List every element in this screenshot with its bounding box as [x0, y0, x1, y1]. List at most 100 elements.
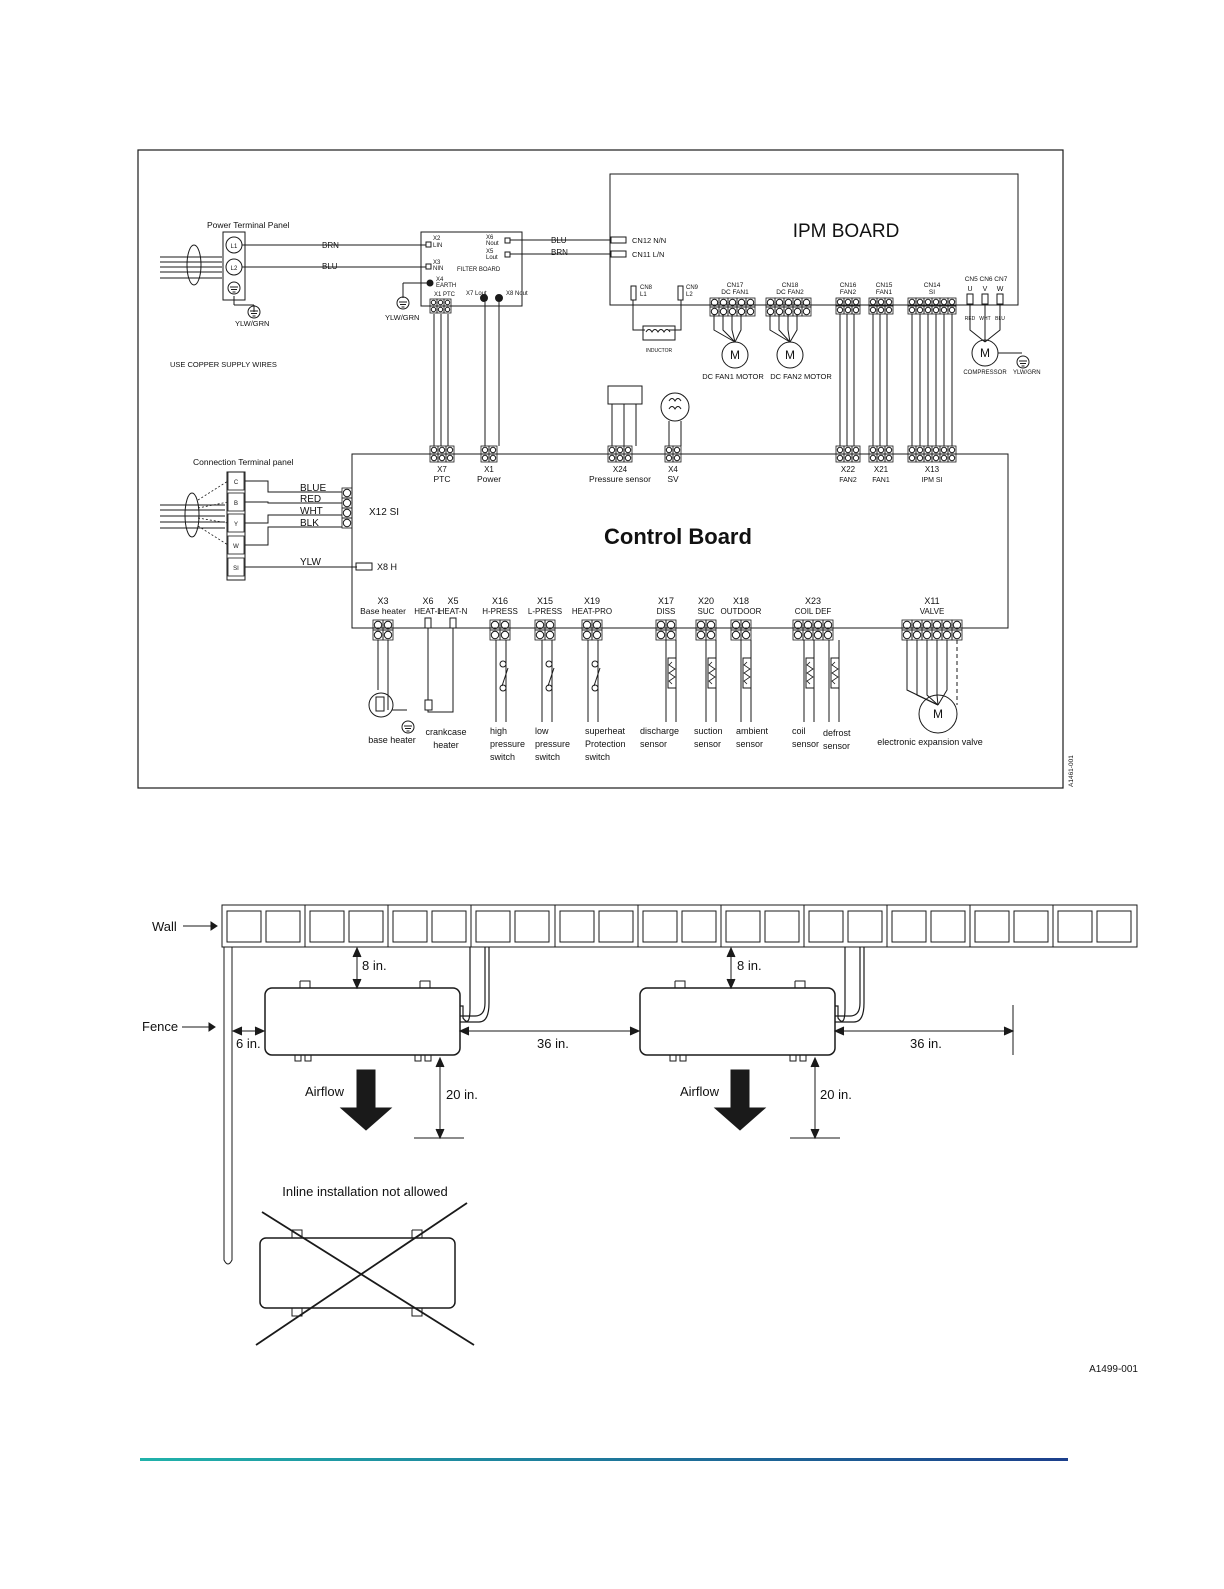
component-label: crankcase — [425, 727, 466, 737]
terminal-si-label: SI — [233, 566, 239, 572]
wire-color-red: RED — [300, 494, 321, 505]
pin — [592, 630, 602, 640]
x6-label: X6 — [486, 235, 494, 241]
wall-block — [226, 910, 262, 943]
x3-label: X3 — [433, 260, 441, 266]
cn12-label: CN12 N/N — [632, 236, 666, 245]
pin — [719, 298, 728, 307]
phase-v-label: V — [983, 286, 988, 293]
pin — [908, 298, 916, 306]
lineset — [460, 947, 486, 1017]
wall-label: Wall — [152, 919, 177, 934]
pin — [608, 454, 616, 462]
l2-label: L2 — [686, 292, 693, 298]
pin — [877, 454, 885, 462]
pin — [852, 454, 860, 462]
x8-terminal — [355, 562, 373, 571]
clearance-figure-code: A1499-001 — [1089, 1364, 1138, 1375]
pin — [803, 620, 813, 630]
pin — [932, 306, 940, 314]
switch-contact — [499, 684, 507, 692]
mounting-foot — [299, 980, 311, 988]
pin — [766, 307, 775, 316]
pin — [500, 630, 510, 640]
pin — [836, 446, 844, 454]
top-connector-id: X24 — [613, 465, 628, 474]
mounting-foot — [294, 1055, 302, 1062]
pin — [444, 306, 451, 313]
connection-terminal-title: Connection Terminal panel — [193, 457, 294, 467]
mounting-foot — [304, 1055, 312, 1062]
dc-fan2-label: DC FAN2 — [776, 289, 804, 296]
bottom-connector-id: X6 — [422, 596, 433, 606]
crankcase-loop — [427, 710, 454, 713]
switch-contact — [591, 660, 599, 668]
pin — [877, 298, 885, 306]
defrost-sensor-icon — [830, 657, 840, 689]
x12-wire-blk — [245, 526, 342, 546]
motor-circle — [776, 341, 804, 369]
pin — [908, 446, 916, 454]
pin-cell — [544, 629, 556, 641]
unit-body — [639, 987, 836, 1056]
pin — [908, 306, 916, 314]
arrowhead — [810, 1056, 820, 1068]
compressor-ground-icon — [1016, 355, 1030, 369]
pin — [696, 620, 706, 630]
eev-wire — [937, 640, 948, 706]
ground-ring — [247, 305, 261, 319]
pin — [481, 454, 489, 462]
component-label: switch — [490, 752, 515, 762]
wiring-diagram-frame — [137, 149, 1064, 789]
pin-cell — [499, 629, 511, 641]
pin — [446, 454, 454, 462]
thermistor-zigzag — [831, 661, 839, 685]
connection-terminal-cell — [227, 471, 245, 491]
pin — [932, 630, 942, 640]
pin — [836, 306, 844, 314]
lin-label: LIN — [433, 243, 442, 249]
top-pins — [835, 445, 861, 463]
x2-label: X2 — [433, 236, 441, 242]
connection-terminal-cell — [227, 535, 245, 555]
pin — [737, 307, 746, 316]
component-label: low — [535, 726, 549, 736]
pin — [813, 630, 823, 640]
pin — [793, 307, 802, 316]
pin — [922, 620, 932, 630]
mounting-foot — [679, 1055, 687, 1062]
pin — [912, 630, 922, 640]
compressor-label: COMPRESSOR — [963, 370, 1007, 376]
bottom-pins — [655, 619, 677, 641]
arrowhead — [810, 1128, 820, 1140]
component-label: switch — [585, 752, 610, 762]
top-connector-id: X4 — [668, 465, 678, 474]
pin — [877, 306, 885, 314]
pin — [869, 298, 877, 306]
inductor-leads — [632, 300, 682, 331]
pin-cell — [745, 306, 756, 317]
mounting-foot — [411, 1229, 423, 1238]
motor-letter: M — [730, 348, 740, 362]
switch-blade — [593, 667, 601, 687]
pin — [844, 454, 852, 462]
cn18-label: CN18 — [782, 282, 799, 289]
pin — [877, 446, 885, 454]
fence-label: Fence — [142, 1019, 178, 1034]
component-label: pressure — [490, 739, 525, 749]
clearance-8in-label-1: 8 in. — [362, 958, 387, 973]
mounting-foot — [799, 1055, 807, 1062]
pin — [823, 620, 833, 630]
bottom-connector-id: X23 — [805, 596, 821, 606]
filter-ground-icon — [396, 296, 410, 310]
pin — [932, 620, 942, 630]
pin — [666, 630, 676, 640]
bottom-connector-id: X11 — [924, 596, 939, 606]
pin — [948, 306, 956, 314]
clearance-6in-label: 6 in. — [236, 1036, 261, 1051]
terminal-ground-icon — [227, 281, 241, 295]
pin — [673, 446, 681, 454]
